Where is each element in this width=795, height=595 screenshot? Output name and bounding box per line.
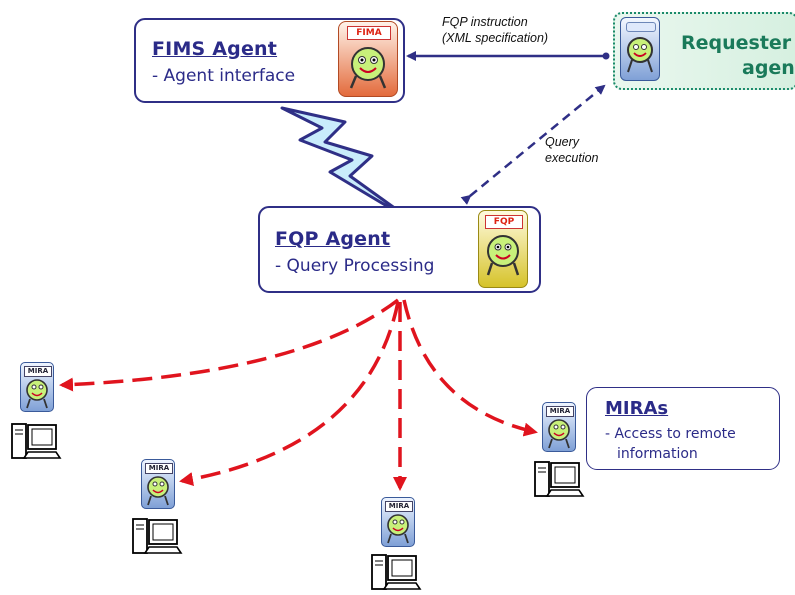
fqp-instruction-line2: (XML specification) xyxy=(442,31,549,45)
computer-icon xyxy=(132,518,183,554)
mira-agent-icon: MIRA xyxy=(141,459,175,509)
fqp-badge: FQP xyxy=(485,215,523,229)
red-arrow-right xyxy=(402,299,538,437)
red-arrow-left xyxy=(59,298,400,392)
smiley-face-icon xyxy=(349,47,387,89)
requester-agent-icon xyxy=(620,17,660,81)
mira-agent-icon: MIRA xyxy=(20,362,54,412)
fima-badge: FIMA xyxy=(347,26,391,40)
computer-icon xyxy=(371,554,422,590)
mira-agent-icon: MIRA xyxy=(381,497,415,547)
red-arrow-lower-left xyxy=(179,301,400,486)
fqp-instruction-line1: FQP instruction xyxy=(442,15,528,29)
fima-agent-icon: FIMA xyxy=(338,21,398,97)
smiley-face-icon xyxy=(627,37,653,73)
miras-title: MIRAs xyxy=(605,398,669,419)
fqp-instruction-label: FQP instruction (XML specification) xyxy=(442,14,548,46)
query-execution-label: Query execution xyxy=(545,134,599,166)
query-execution-line2: execution xyxy=(545,151,599,165)
fqp-agent-title: FQP Agent xyxy=(275,228,391,250)
arrow-endpoint-dot xyxy=(602,52,610,60)
fqp-agent-subtitle: - Query Processing xyxy=(275,256,435,276)
computer-icon xyxy=(11,423,62,459)
mira-node-2: MIRA xyxy=(141,459,175,511)
fims-agent-subtitle: - Agent interface xyxy=(152,66,296,86)
requester-label-line2: agent xyxy=(742,57,795,79)
miras-line2: information xyxy=(617,446,698,462)
smiley-face-icon xyxy=(486,235,520,276)
fqp-agent-icon: FQP xyxy=(478,210,528,288)
query-execution-line1: Query xyxy=(545,135,580,149)
mira-agent-icon: MIRA xyxy=(542,402,576,452)
miras-box: MIRAs - Access to remote information xyxy=(586,387,780,470)
lightning-bolt xyxy=(280,106,416,224)
mira-node-1: MIRA xyxy=(20,362,54,414)
requester-label-line1: Requester xyxy=(681,32,792,54)
requester-badge xyxy=(626,22,656,32)
miras-line1: - Access to remote xyxy=(605,426,736,442)
mira-badge: MIRA xyxy=(385,501,413,512)
computer-icon xyxy=(534,461,585,497)
mira-badge: MIRA xyxy=(145,463,173,474)
mira-node-3: MIRA xyxy=(381,497,415,549)
mira-node-4: MIRA xyxy=(542,402,576,454)
mira-badge: MIRA xyxy=(24,366,52,377)
fims-agent-title: FIMS Agent xyxy=(152,38,278,60)
mira-badge: MIRA xyxy=(546,406,574,417)
